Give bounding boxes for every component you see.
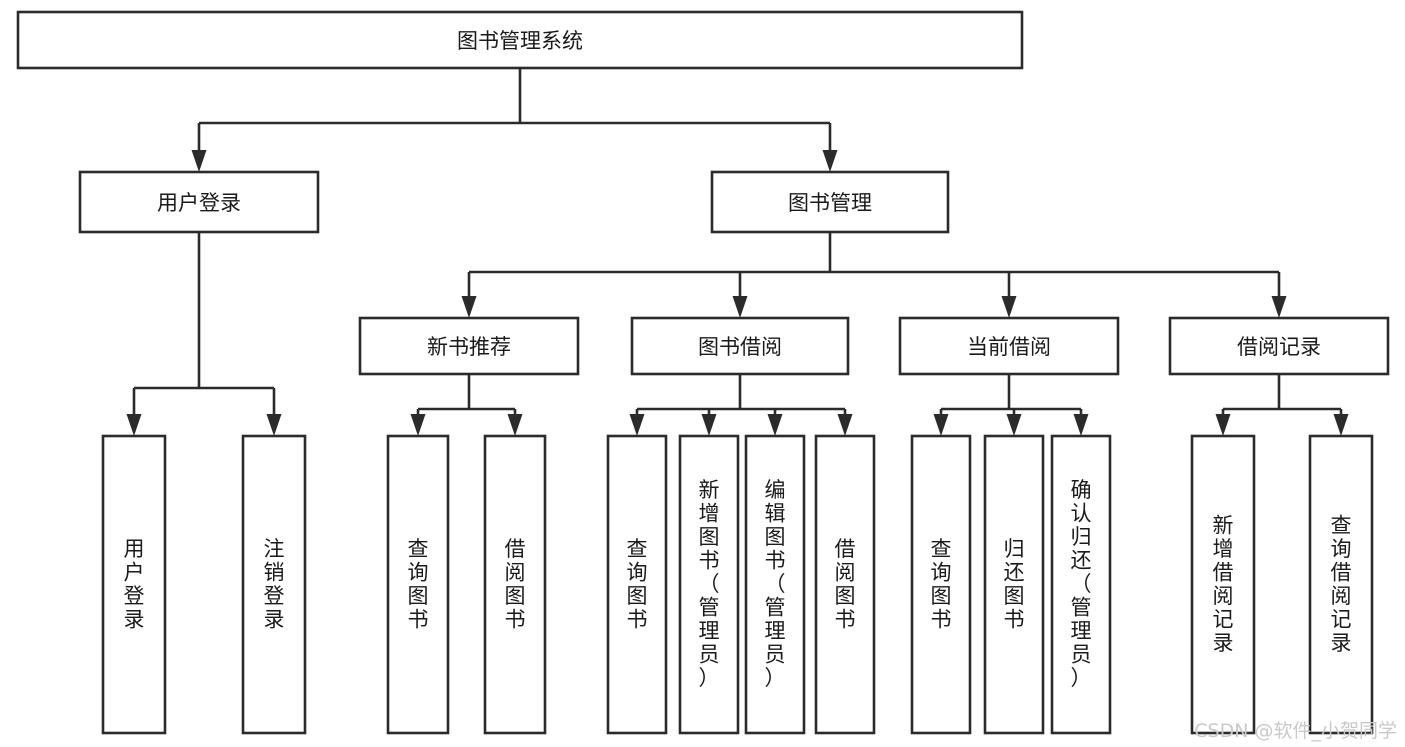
leaf-node-box[interactable] [1308,434,1374,735]
leaf-node-label: 注销登录 [264,537,285,632]
arrow-head-icon [1215,414,1231,436]
leaf-node-box[interactable] [1050,434,1112,735]
arrow-head-icon [461,296,477,318]
arrow-head-icon [410,414,426,436]
leaf-node-13[interactable]: 查询借阅记录 [1308,434,1374,735]
arrow-head-icon [837,414,853,436]
arrow-head-icon [767,414,783,436]
level2-node-label: 图书管理 [788,191,872,215]
leaf-node-box[interactable] [910,434,972,735]
leaf-node-label: 归还图书 [1004,537,1025,632]
level3-node-box[interactable] [358,316,580,376]
edges-layer [126,68,1349,436]
level3-node-4[interactable]: 借阅记录 [1168,316,1390,376]
leaf-node-box[interactable] [1190,434,1256,735]
arrow-head-icon [1073,414,1089,436]
leaf-node-7[interactable]: 编辑图书（管理员） [744,434,806,735]
leaf-node-box[interactable] [101,434,167,735]
arrow-head-icon [266,414,282,436]
leaf-node-box[interactable] [744,434,806,735]
leaf-node-12[interactable]: 新增借阅记录 [1190,434,1256,735]
leaf-node-11[interactable]: 确认归还（管理员） [1050,434,1112,735]
level2-node-label: 用户登录 [157,191,241,215]
leaf-node-3[interactable]: 查询图书 [386,434,450,735]
leaf-node-label: 新增借阅记录 [1213,513,1234,655]
leaf-node-label: 确认归还（管理员） [1071,478,1092,690]
root-node-1[interactable]: 图书管理系统 [16,10,1024,70]
level3-node-label: 当前借阅 [967,335,1051,359]
leaf-node-4[interactable]: 借阅图书 [483,434,547,735]
leaf-node-label: 用户登录 [124,537,145,632]
arrow-head-icon [933,414,949,436]
leaf-node-2[interactable]: 注销登录 [241,434,307,735]
arrow-head-icon [1271,296,1287,318]
leaf-node-label: 查询借阅记录 [1331,513,1352,655]
leaf-node-label: 查询图书 [408,537,429,632]
level2-node-2[interactable]: 图书管理 [710,170,950,234]
level3-node-3[interactable]: 当前借阅 [898,316,1120,376]
level2-node-1[interactable]: 用户登录 [78,170,320,234]
nodes-layer: 图书管理系统用户登录图书管理新书推荐图书借阅当前借阅借阅记录用户登录注销登录查询… [16,10,1390,735]
level2-node-box[interactable] [78,170,320,234]
leaf-node-10[interactable]: 归还图书 [983,434,1045,735]
leaf-node-label: 查询图书 [627,537,648,632]
arrow-head-icon [507,414,523,436]
root-node-label: 图书管理系统 [457,29,583,53]
leaf-node-label: 新增图书（管理员） [699,478,720,690]
leaf-node-box[interactable] [678,434,740,735]
leaf-node-label: 借阅图书 [505,537,526,632]
leaf-node-9[interactable]: 查询图书 [910,434,972,735]
level3-node-2[interactable]: 图书借阅 [630,316,850,376]
arrow-head-icon [1001,296,1017,318]
level3-node-box[interactable] [898,316,1120,376]
leaf-node-label: 编辑图书（管理员） [765,478,786,690]
level2-node-box[interactable] [710,170,950,234]
leaf-node-box[interactable] [814,434,876,735]
leaf-node-box[interactable] [386,434,450,735]
leaf-node-6[interactable]: 新增图书（管理员） [678,434,740,735]
level3-node-label: 图书借阅 [698,335,782,359]
arrow-head-icon [191,150,207,172]
leaf-node-1[interactable]: 用户登录 [101,434,167,735]
leaf-node-box[interactable] [983,434,1045,735]
arrow-head-icon [126,414,142,436]
leaf-node-box[interactable] [241,434,307,735]
level3-node-box[interactable] [630,316,850,376]
watermark-text: CSDN @软件_小贺同学 [1194,720,1397,742]
arrow-head-icon [629,414,645,436]
arrow-head-icon [732,296,748,318]
level3-node-label: 新书推荐 [427,335,511,359]
level3-node-label: 借阅记录 [1237,335,1321,359]
level3-node-box[interactable] [1168,316,1390,376]
arrow-head-icon [1333,414,1349,436]
arrow-head-icon [701,414,717,436]
leaf-node-box[interactable] [606,434,668,735]
leaf-node-5[interactable]: 查询图书 [606,434,668,735]
arrow-head-icon [822,150,838,172]
arrow-head-icon [1006,414,1022,436]
level3-node-1[interactable]: 新书推荐 [358,316,580,376]
root-node-box[interactable] [16,10,1024,70]
leaf-node-box[interactable] [483,434,547,735]
leaf-node-label: 查询图书 [931,537,952,632]
leaf-node-label: 借阅图书 [835,537,856,632]
leaf-node-8[interactable]: 借阅图书 [814,434,876,735]
